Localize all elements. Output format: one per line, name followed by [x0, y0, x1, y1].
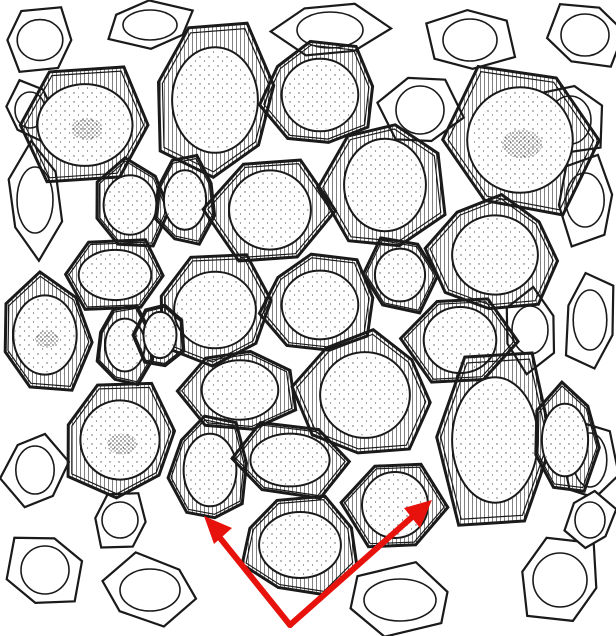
thin-walled-cell [7, 538, 82, 603]
nucleus-stipple [502, 130, 542, 159]
nucleus-stipple [72, 118, 103, 140]
cytoplasm-stipple [105, 177, 155, 233]
cytoplasm-stipple [177, 274, 254, 346]
nucleus-stipple [107, 433, 137, 455]
cytoplasm-stipple [204, 362, 276, 418]
cytoplasm-stipple [347, 142, 424, 229]
cytoplasm-stipple [253, 435, 327, 485]
cytoplasm-stipple [262, 514, 339, 576]
cytoplasm-stipple [543, 406, 586, 474]
cytoplasm-stipple [284, 273, 356, 337]
cytoplasm-stipple [376, 250, 423, 300]
thick-walled-cell [260, 41, 373, 142]
red-arrowhead-left [204, 516, 232, 544]
thick-walled-cell [159, 23, 274, 177]
thin-walled-cell [565, 491, 616, 548]
cytoplasm-stipple [323, 355, 407, 436]
thick-walled-cell [66, 240, 164, 310]
cytoplasm-stipple [185, 436, 235, 504]
cytoplasm-stipple [232, 173, 309, 247]
cytoplasm-stipple [175, 50, 256, 149]
thin-walled-cell [0, 434, 69, 507]
cytoplasm-stipple [145, 313, 176, 356]
cytoplasm-stipple [81, 251, 149, 298]
cytoplasm-stipple [284, 61, 356, 129]
nucleus-stipple [35, 330, 59, 347]
cytoplasm-stipple [455, 218, 536, 292]
thin-walled-cell [351, 562, 448, 636]
thin-walled-cell [103, 552, 197, 626]
thick-walled-cell [318, 125, 445, 246]
cytoplasm-stipple [455, 381, 536, 499]
thick-walled-cell [168, 416, 246, 518]
thick-walled-cell [203, 160, 335, 261]
thick-walled-cell [536, 382, 600, 491]
cytoplasm-stipple [165, 172, 205, 228]
thick-walled-cell [68, 383, 174, 497]
thick-walled-cell [177, 351, 295, 429]
